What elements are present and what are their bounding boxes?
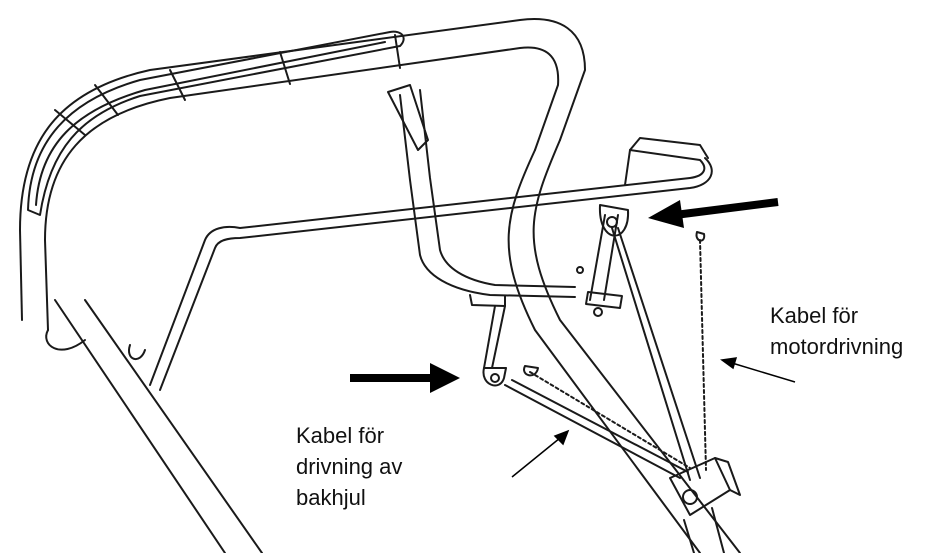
handlebar [19,18,586,331]
cables [504,227,707,481]
arrow-motor-lever-icon [648,198,779,228]
motor-drive-lever [576,204,630,317]
pointer-rear-cable-icon [511,429,570,478]
rear-wheel-cable-label: Kabel för drivning av bakhjul [296,420,402,513]
bail-lever [149,137,713,391]
motor-cable-label-line-2: motordrivning [770,334,904,359]
rear-drive-lever [387,84,576,387]
motor-cable-label: Kabel för motordrivning [770,300,903,362]
rear-wheel-cable-label-line-3: bakhjul [296,485,366,510]
rear-wheel-cable-label-line-1: Kabel för [296,423,385,448]
rear-wheel-cable-label-line-2: drivning av [296,454,403,479]
motor-cable-label-line-1: Kabel för [770,303,859,328]
cable-clamp [669,457,741,553]
right-tube [507,139,741,553]
left-lower-tube [45,299,263,553]
arrow-rear-lever-icon [350,363,460,393]
grip-pad [27,30,405,216]
pointer-motor-cable-icon [720,357,796,383]
